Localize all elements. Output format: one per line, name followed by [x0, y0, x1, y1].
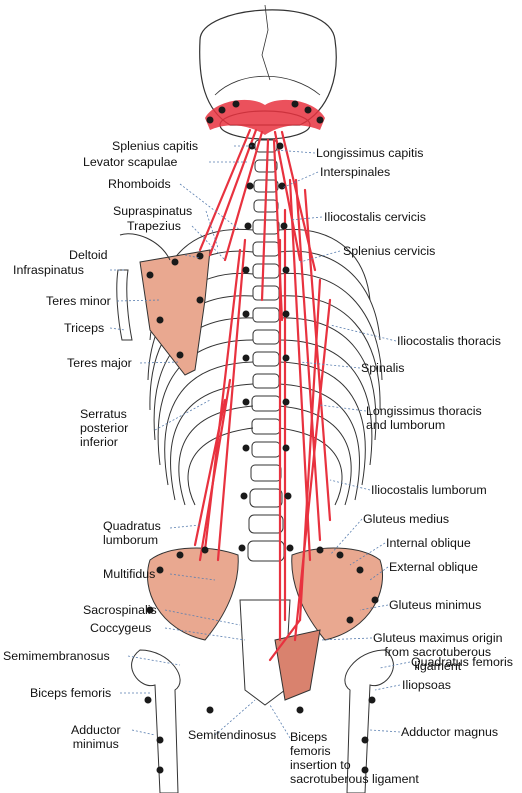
vertebral-column [247, 139, 285, 562]
skull-attachments [205, 99, 325, 135]
label-levator-scapulae: Levator scapulae [83, 155, 178, 169]
label-sacrospinalis: Sacrospinalis [83, 603, 157, 617]
label-trapezius: Trapezius [127, 219, 181, 233]
label-adductor-minimus: Adductor minimus [71, 723, 121, 751]
label-quadratus-lumborum: Quadratus lumborum [103, 519, 161, 547]
label-teres-minor: Teres minor [46, 294, 111, 308]
label-semimembranosus: Semimembranosus [3, 649, 110, 663]
attachment-dots [144, 100, 379, 774]
label-iliopsoas: Iliopsoas [402, 678, 451, 692]
label-iliocostalis-lumborum: Iliocostalis lumborum [371, 483, 487, 497]
label-spinalis: Spinalis [361, 361, 405, 375]
label-adductor-magnus: Adductor magnus [401, 725, 499, 739]
femurs [131, 649, 394, 793]
pelvis [146, 547, 384, 706]
label-longissimus-thoracis: Longissimus thoracis and lumborum [366, 404, 482, 432]
label-splenius-cervicis: Splenius cervicis [343, 244, 436, 258]
label-infraspinatus: Infraspinatus [13, 263, 84, 277]
label-gluteus-minimus: Gluteus minimus [389, 598, 482, 612]
label-serratus-posterior-inferior: Serratus posterior inferior [80, 407, 129, 449]
label-deltoid: Deltoid [69, 248, 108, 262]
label-gluteus-medius: Gluteus medius [363, 512, 450, 526]
label-coccygeus: Coccygeus [90, 621, 152, 635]
label-multifidus: Multifidus [103, 567, 156, 581]
label-iliocostalis-thoracis: Iliocostalis thoracis [397, 334, 501, 348]
label-rhomboids: Rhomboids [108, 177, 171, 191]
label-iliocostalis-cervicis: Iliocostalis cervicis [324, 210, 426, 224]
label-longissimus-capitis: Longissimus capitis [316, 146, 424, 160]
label-supraspinatus: Supraspinatus [113, 204, 193, 218]
muscle-lines [193, 128, 332, 662]
label-teres-major: Teres major [67, 356, 132, 370]
label-quadratus-femoris: Quadratus femoris [411, 655, 513, 669]
scapula [116, 233, 211, 376]
leader-lines [109, 145, 411, 739]
label-semitendinosus: Semitendinosus [188, 728, 277, 742]
label-internal-oblique: Internal oblique [386, 536, 471, 550]
label-biceps-femoris: Biceps femoris [30, 686, 112, 700]
label-gluteus-maximus-origin: Gluteus maximus origin from sacrotuberou… [373, 631, 503, 673]
label-external-oblique: External oblique [389, 560, 478, 574]
label-interspinales: Interspinales [320, 165, 391, 179]
label-splenius-capitis: Splenius capitis [112, 139, 199, 153]
label-triceps: Triceps [64, 321, 105, 335]
label-biceps-femoris-insertion: Biceps femoris insertion to sacrotuberou… [290, 730, 419, 786]
